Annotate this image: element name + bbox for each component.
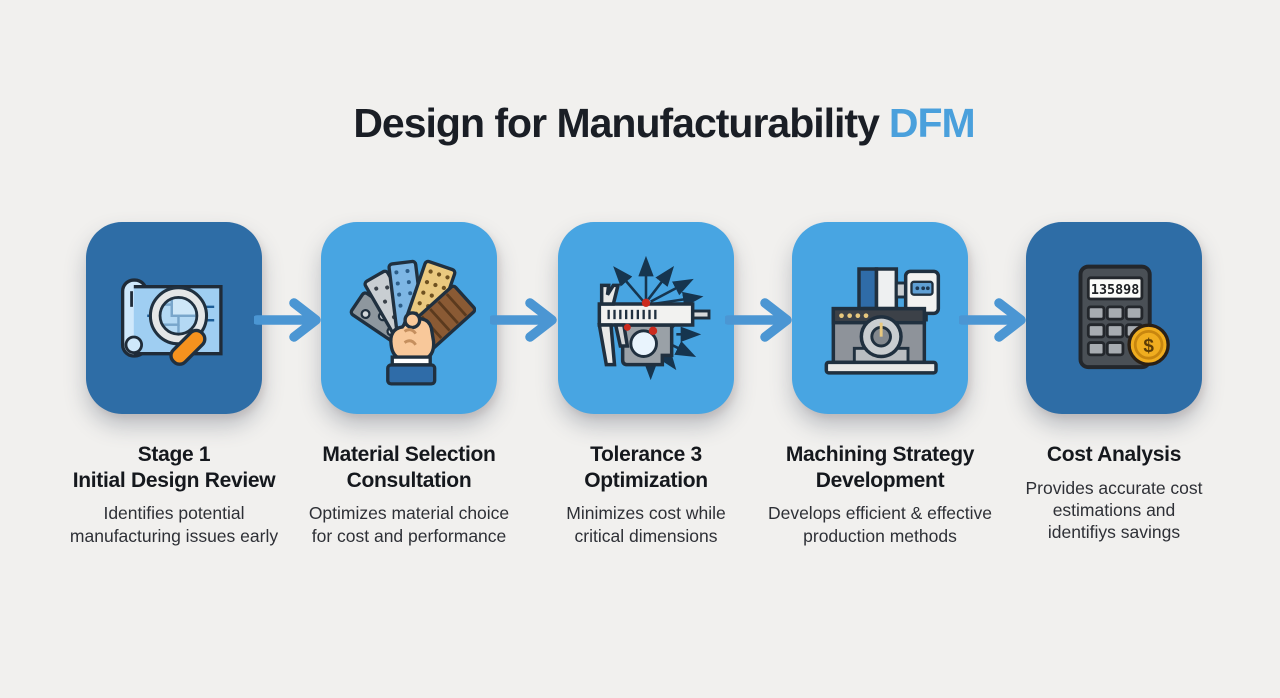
stage-title-line2: Initial Design Review: [72, 468, 276, 492]
stage-title-line1: Machining Strategy: [785, 443, 975, 466]
stage-description: Minimizes cost while critical dimensions: [566, 503, 726, 546]
stage-title-line2: Development: [815, 468, 945, 492]
stage-title-line1: Cost Analysis: [1046, 443, 1182, 466]
stage-card-4: [792, 222, 968, 414]
calculator-coin-icon: 135898 $: [1078, 264, 1170, 370]
stage-title-line1: Stage 1: [137, 443, 211, 466]
stage-material-selection: Material Selection Consultation Optimize…: [287, 222, 531, 547]
stage-title-line1: Tolerance 3: [590, 443, 702, 466]
caliper-tolerance-icon: [597, 255, 711, 381]
page-title-highlight: DFM: [888, 100, 976, 146]
stage-description: Optimizes material choice for cost and p…: [308, 503, 510, 546]
coin-dollar-symbol: $: [1143, 336, 1154, 357]
stage-card-1: [86, 222, 262, 414]
flow-arrow-icon: [490, 298, 557, 342]
stage-cost-analysis: 135898 $ Cost Analysis Provides accu: [992, 222, 1236, 544]
cnc-machine-icon: [824, 267, 941, 375]
stage-description: Develops efficient & effective productio…: [767, 503, 993, 546]
stage-title-line2: Consultation: [346, 468, 472, 492]
stage-initial-design-review: Stage 1 Initial Design Review Identifies…: [52, 222, 296, 547]
material-swatches-hand-icon: [349, 259, 476, 386]
stage-card-2: [321, 222, 497, 414]
stage-tolerance-optimization: Tolerance 3 Optimization Minimizes cost …: [524, 222, 768, 547]
flow-arrow-icon: [254, 298, 321, 342]
stage-title: Stage 1 Initial Design Review: [52, 442, 296, 493]
page-title-text: Design for Manufacturability: [353, 100, 880, 146]
flow-arrow-icon: [959, 298, 1026, 342]
stage-title: Material Selection Consultation: [287, 442, 531, 493]
blueprint-magnifier-icon: [120, 278, 223, 366]
stage-machining-strategy: Machining Strategy Development Develops …: [758, 222, 1002, 547]
stage-description: Identifies potential manufacturing issue…: [69, 503, 279, 546]
stage-title: Cost Analysis: [992, 442, 1236, 468]
stage-title-line1: Material Selection: [322, 443, 496, 466]
stage-title: Machining Strategy Development: [758, 442, 1002, 493]
stage-card-5: 135898 $: [1026, 222, 1202, 414]
flow-arrow-icon: [725, 298, 792, 342]
stage-description: Provides accurate cost estimations and i…: [1025, 477, 1203, 543]
stage-title: Tolerance 3 Optimization: [524, 442, 768, 493]
calculator-display: 135898: [1091, 283, 1139, 298]
stage-title-line2: Optimization: [584, 468, 708, 492]
stage-card-3: [558, 222, 734, 414]
